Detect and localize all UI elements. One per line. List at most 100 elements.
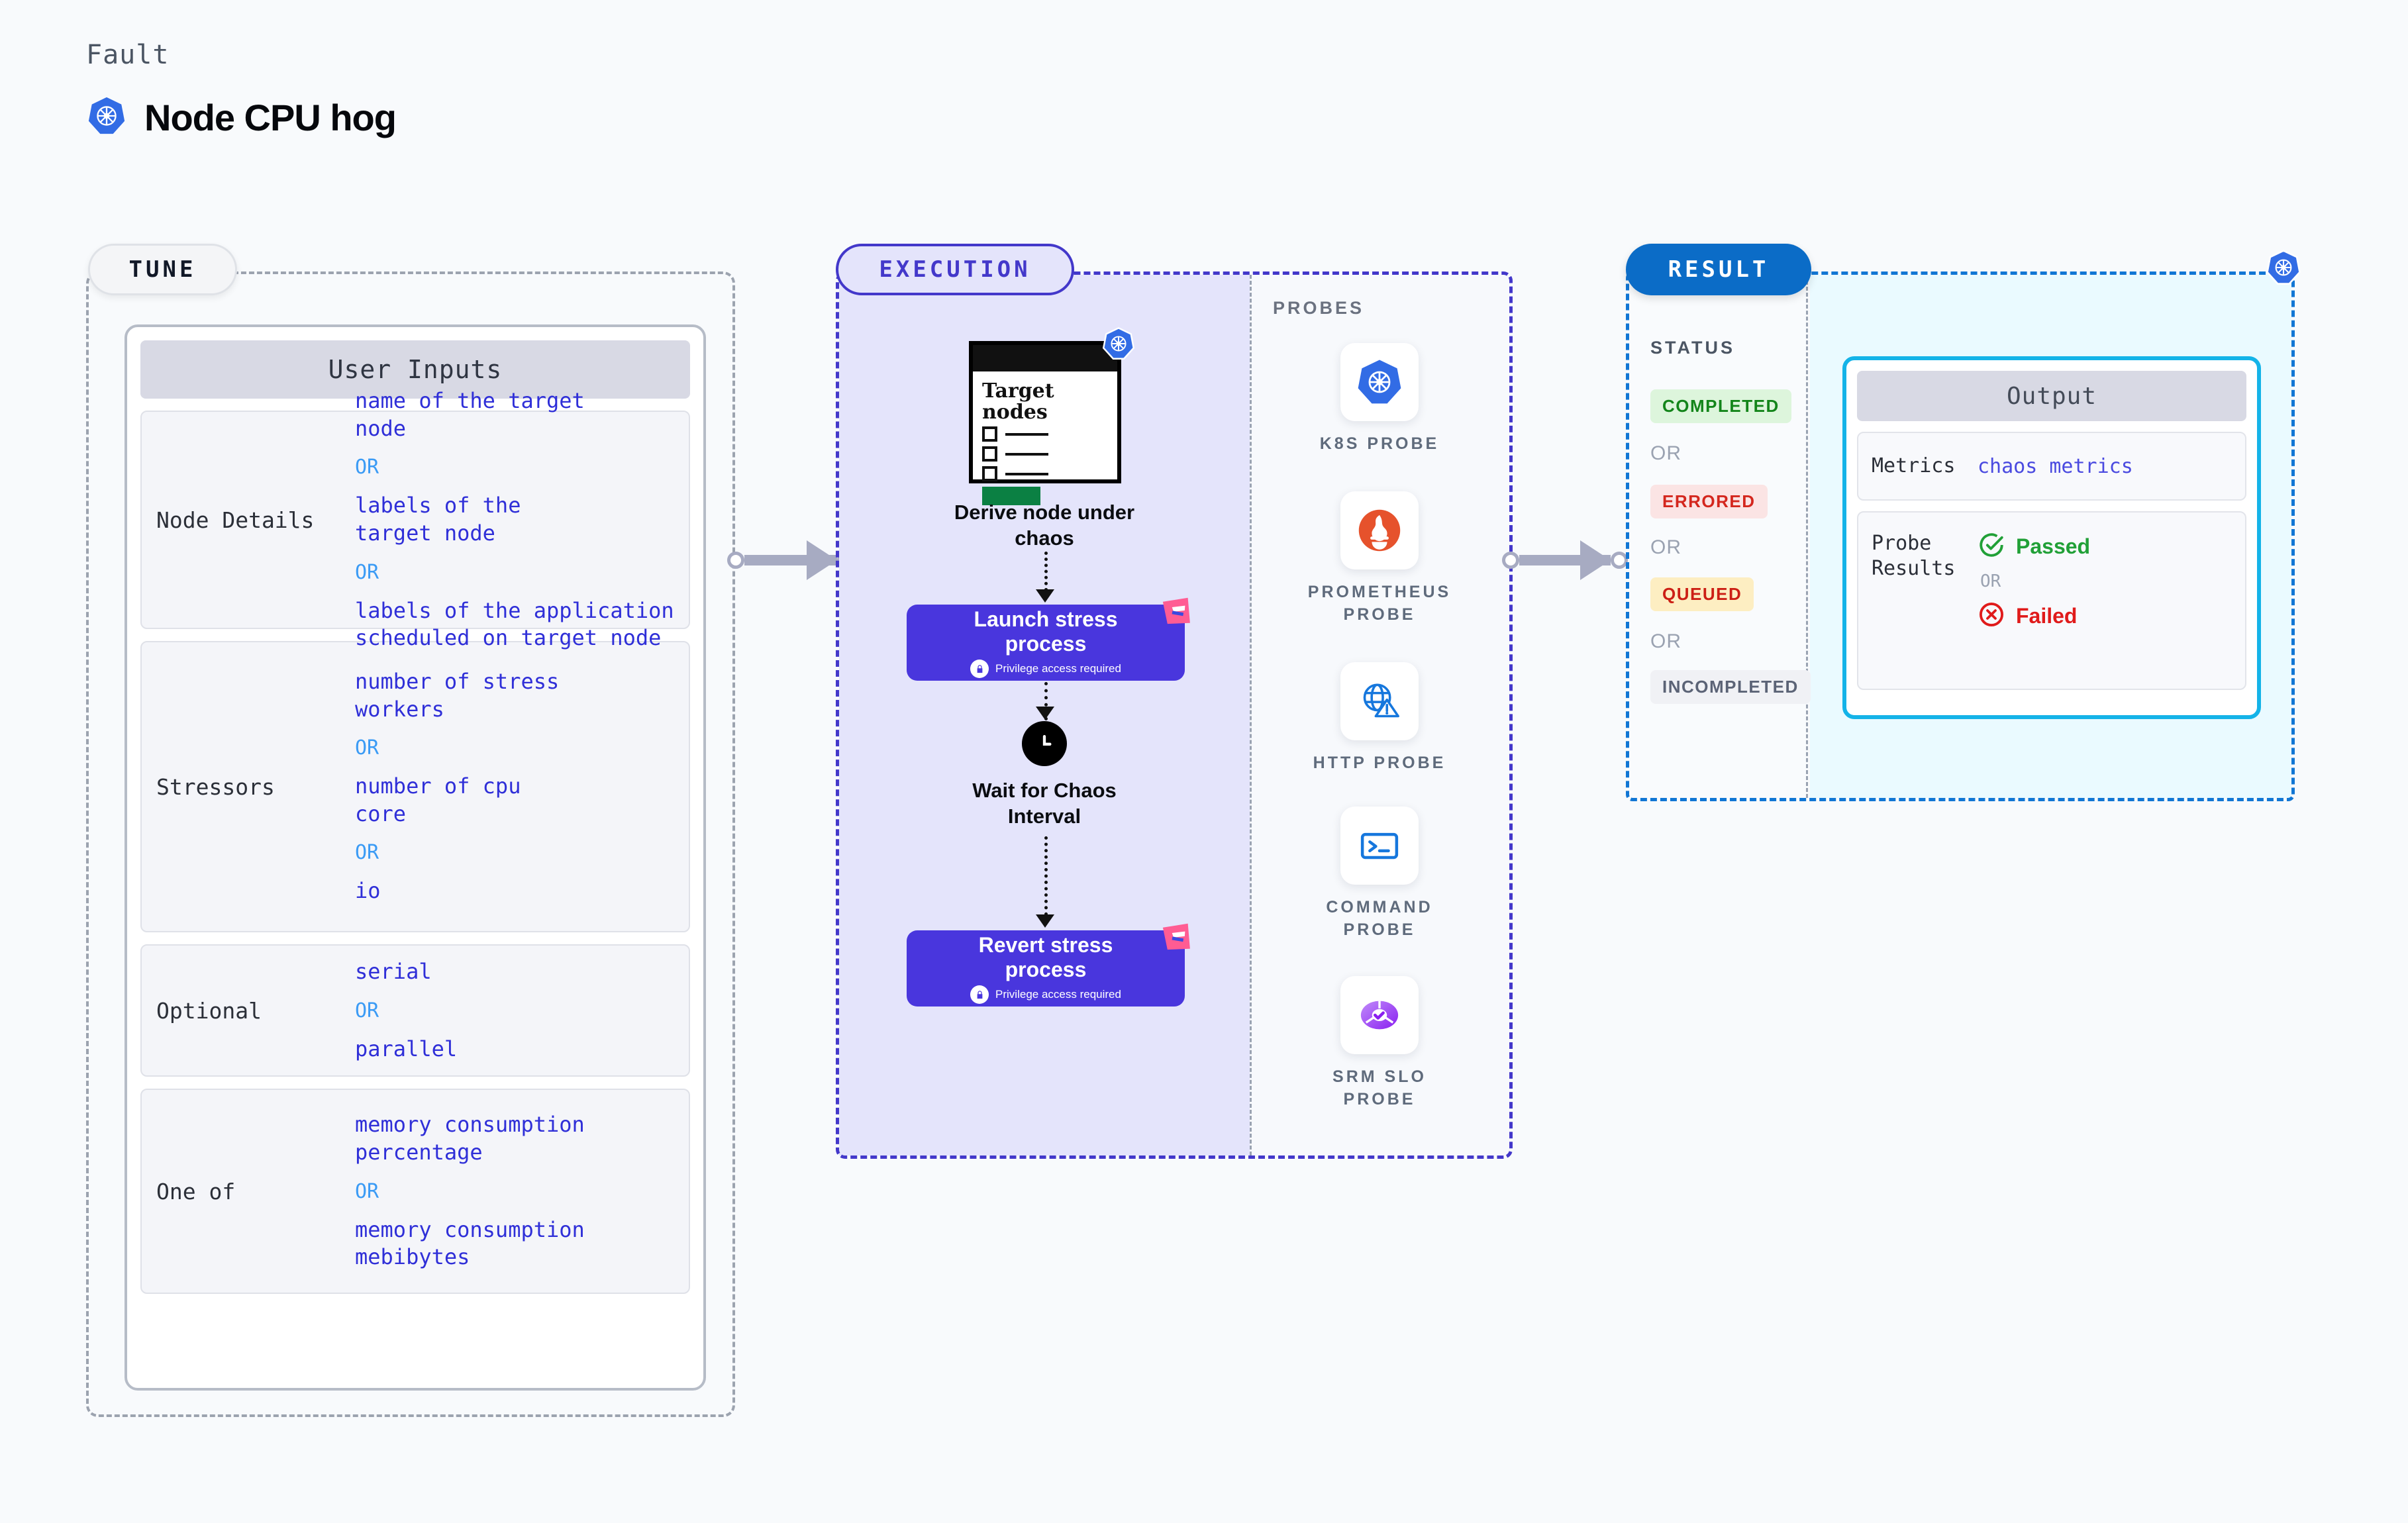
status-badge: QUEUED [1650,577,1754,611]
step-title: Launch stress process [974,607,1118,656]
privilege-note: Privilege access required [970,985,1121,1005]
output-key: Metrics [1872,454,1956,478]
tune-value: labels of the target node [355,493,521,546]
checkbox-icon [982,466,997,481]
tune-section-key: Stressors [156,773,275,800]
user-inputs-card: User Inputs Node Details name of the tar… [125,324,706,1391]
tune-tab[interactable]: TUNE [88,244,237,295]
target-nodes-card: Target nodes [969,341,1121,505]
tune-section-key: Optional [156,997,262,1024]
tune-value: memory consumption percentage [355,1112,585,1165]
card-title-bar [973,345,1117,371]
lock-icon [970,660,989,679]
probe-srm-slo[interactable]: SRM SLO PROBE [1250,976,1509,1111]
result-tab[interactable]: RESULT [1626,244,1811,295]
status-badge: ERRORED [1650,485,1768,518]
execution-flow: Target nodes Derive node under chaos Lau… [839,275,1250,1155]
connector-execution-to-result [1502,540,1628,580]
tune-value: io [355,878,381,904]
output-header: Output [1857,371,2246,421]
checkbox-row [982,466,1117,481]
step-title: Revert stress process [978,932,1113,981]
tune-section-optional: Optional serial OR parallel [140,944,690,1077]
connector-arrow-head [807,540,837,580]
step-launch-stress-process[interactable]: Launch stress process Privilege access r… [907,597,1190,681]
probe-command[interactable]: COMMAND PROBE [1250,807,1509,942]
probe-result-label: Failed [2016,604,2078,628]
x-circle-icon [1978,601,2005,632]
globe-warning-icon [1340,662,1419,740]
checkbox-icon [982,446,997,462]
tune-or: OR [355,560,379,584]
slo-donut-icon [1340,976,1419,1054]
connector-start-dot [727,552,744,569]
flow-arrow [1044,552,1048,591]
probe-label: COMMAND PROBE [1326,898,1433,939]
tune-or: OR [355,999,379,1022]
tune-value: memory consumption mebibytes [355,1216,585,1270]
probes-title: PROBES [1273,298,1365,318]
status-badge: COMPLETED [1650,389,1791,423]
status-badge-incompleted: INCOMPLETED [1650,670,1811,704]
tune-section-key: Node Details [156,507,315,533]
fault-title-row: Node CPU hog [86,95,397,140]
probe-http[interactable]: HTTP PROBE [1250,662,1509,775]
flow-arrow-head [1036,589,1054,603]
connector-start-dot [1502,552,1519,569]
probe-result-or: OR [1980,571,2001,591]
tune-section-key: One of [156,1178,236,1204]
tune-or: OR [355,456,379,479]
user-inputs-header: User Inputs [140,340,690,399]
connector-arrow-head [1580,540,1611,580]
page-header: Fault Node CPU hog [86,40,397,140]
litmus-ribbon-icon [1150,585,1205,640]
kubernetes-icon [1101,326,1136,364]
tune-or: OR [355,1179,379,1203]
tune-section-values: name of the target node OR labels of the… [355,387,682,652]
step-label-wait: Wait for Chaos Interval [972,779,1117,828]
status-or: OR [1650,630,1681,652]
tune-section-values: memory consumption percentage OR memory … [355,1111,682,1271]
tune-section-values: serial OR parallel [355,958,682,1063]
status-or: OR [1650,536,1681,558]
output-row-metrics: Metrics chaos metrics [1857,432,2246,501]
step-revert-stress-process[interactable]: Revert stress process Privilege access r… [907,923,1190,1007]
tune-value: serial [355,958,432,984]
probe-label: K8S PROBE [1319,434,1440,453]
result-status-background [1629,275,1808,798]
tune-section-node-details: Node Details name of the target node OR … [140,388,690,650]
checkbox-row [982,446,1117,462]
tune-value: number of stress workers [355,669,560,722]
green-bar-indicator [982,487,1040,505]
litmus-ribbon-icon [1150,910,1205,965]
tune-value: number of cpu core [355,773,521,826]
execution-tab[interactable]: EXECUTION [836,244,1074,295]
output-value-metrics: chaos metrics [1978,454,2133,478]
status-badge-errored: ERRORED [1650,485,1768,518]
probe-label: SRM SLO PROBE [1332,1067,1427,1108]
probe-prometheus[interactable]: PROMETHEUS PROBE [1250,491,1509,626]
tune-panel [86,271,735,1417]
target-card-title: Target nodes [982,379,1054,424]
lock-icon [970,985,989,1005]
privilege-text: Privilege access required [995,988,1121,1001]
probe-label: HTTP PROBE [1313,754,1446,772]
privilege-text: Privilege access required [995,662,1121,675]
tune-or: OR [355,841,379,865]
probe-result-passed: Passed [1978,531,2090,562]
probe-k8s[interactable]: K8S PROBE [1250,343,1509,456]
probe-result-label: Passed [2016,534,2091,558]
status-or: OR [1650,442,1681,464]
kubernetes-icon [2265,249,2302,289]
step-label-derive: Derive node under chaos [954,501,1135,550]
tune-or: OR [355,736,379,760]
clock-icon [1022,721,1067,766]
status-badge: INCOMPLETED [1650,670,1811,704]
kubernetes-icon [1340,343,1419,421]
tune-value: parallel [355,1036,458,1061]
probe-results-list: Passed OR Failed [1978,531,2090,632]
checkbox-icon [982,426,997,442]
result-panel [1626,271,2295,801]
prometheus-icon [1340,491,1419,569]
page-title: Node CPU hog [144,97,397,138]
